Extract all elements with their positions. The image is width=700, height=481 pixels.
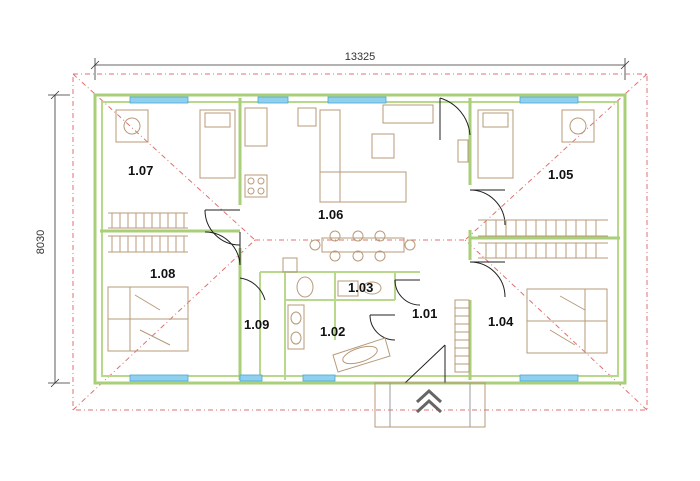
room-label: 1.07 [128,163,153,178]
dimension-top: 13325 [90,51,630,80]
width-dimension: 13325 [345,51,376,63]
bedroom-105-furniture [477,109,608,259]
entrance [374,382,486,428]
height-dimension: 8030 [35,230,47,254]
room-labels: 1.07 1.06 1.05 1.08 1.03 1.01 1.09 1.02 … [128,163,573,339]
room-label: 1.08 [150,266,175,281]
room-label: 1.02 [320,324,345,339]
windows [129,96,579,382]
living-room-furniture [244,104,469,262]
room-label: 1.05 [548,167,573,182]
dimension-left: 8030 [35,90,70,388]
bedroom-107-furniture [108,109,236,253]
room-label: 1.03 [348,280,373,295]
bathroom-fixtures [282,257,391,373]
interior-walls [100,98,620,380]
roof-outline [72,73,648,411]
room-label: 1.04 [488,314,514,329]
room-label: 1.09 [244,317,269,332]
double-chevron-up-icon [415,388,443,414]
bedroom-104-furniture [454,288,608,373]
bedroom-108-furniture [107,286,189,352]
doors [204,97,506,384]
room-label: 1.06 [318,207,343,222]
room-label: 1.01 [412,306,437,321]
